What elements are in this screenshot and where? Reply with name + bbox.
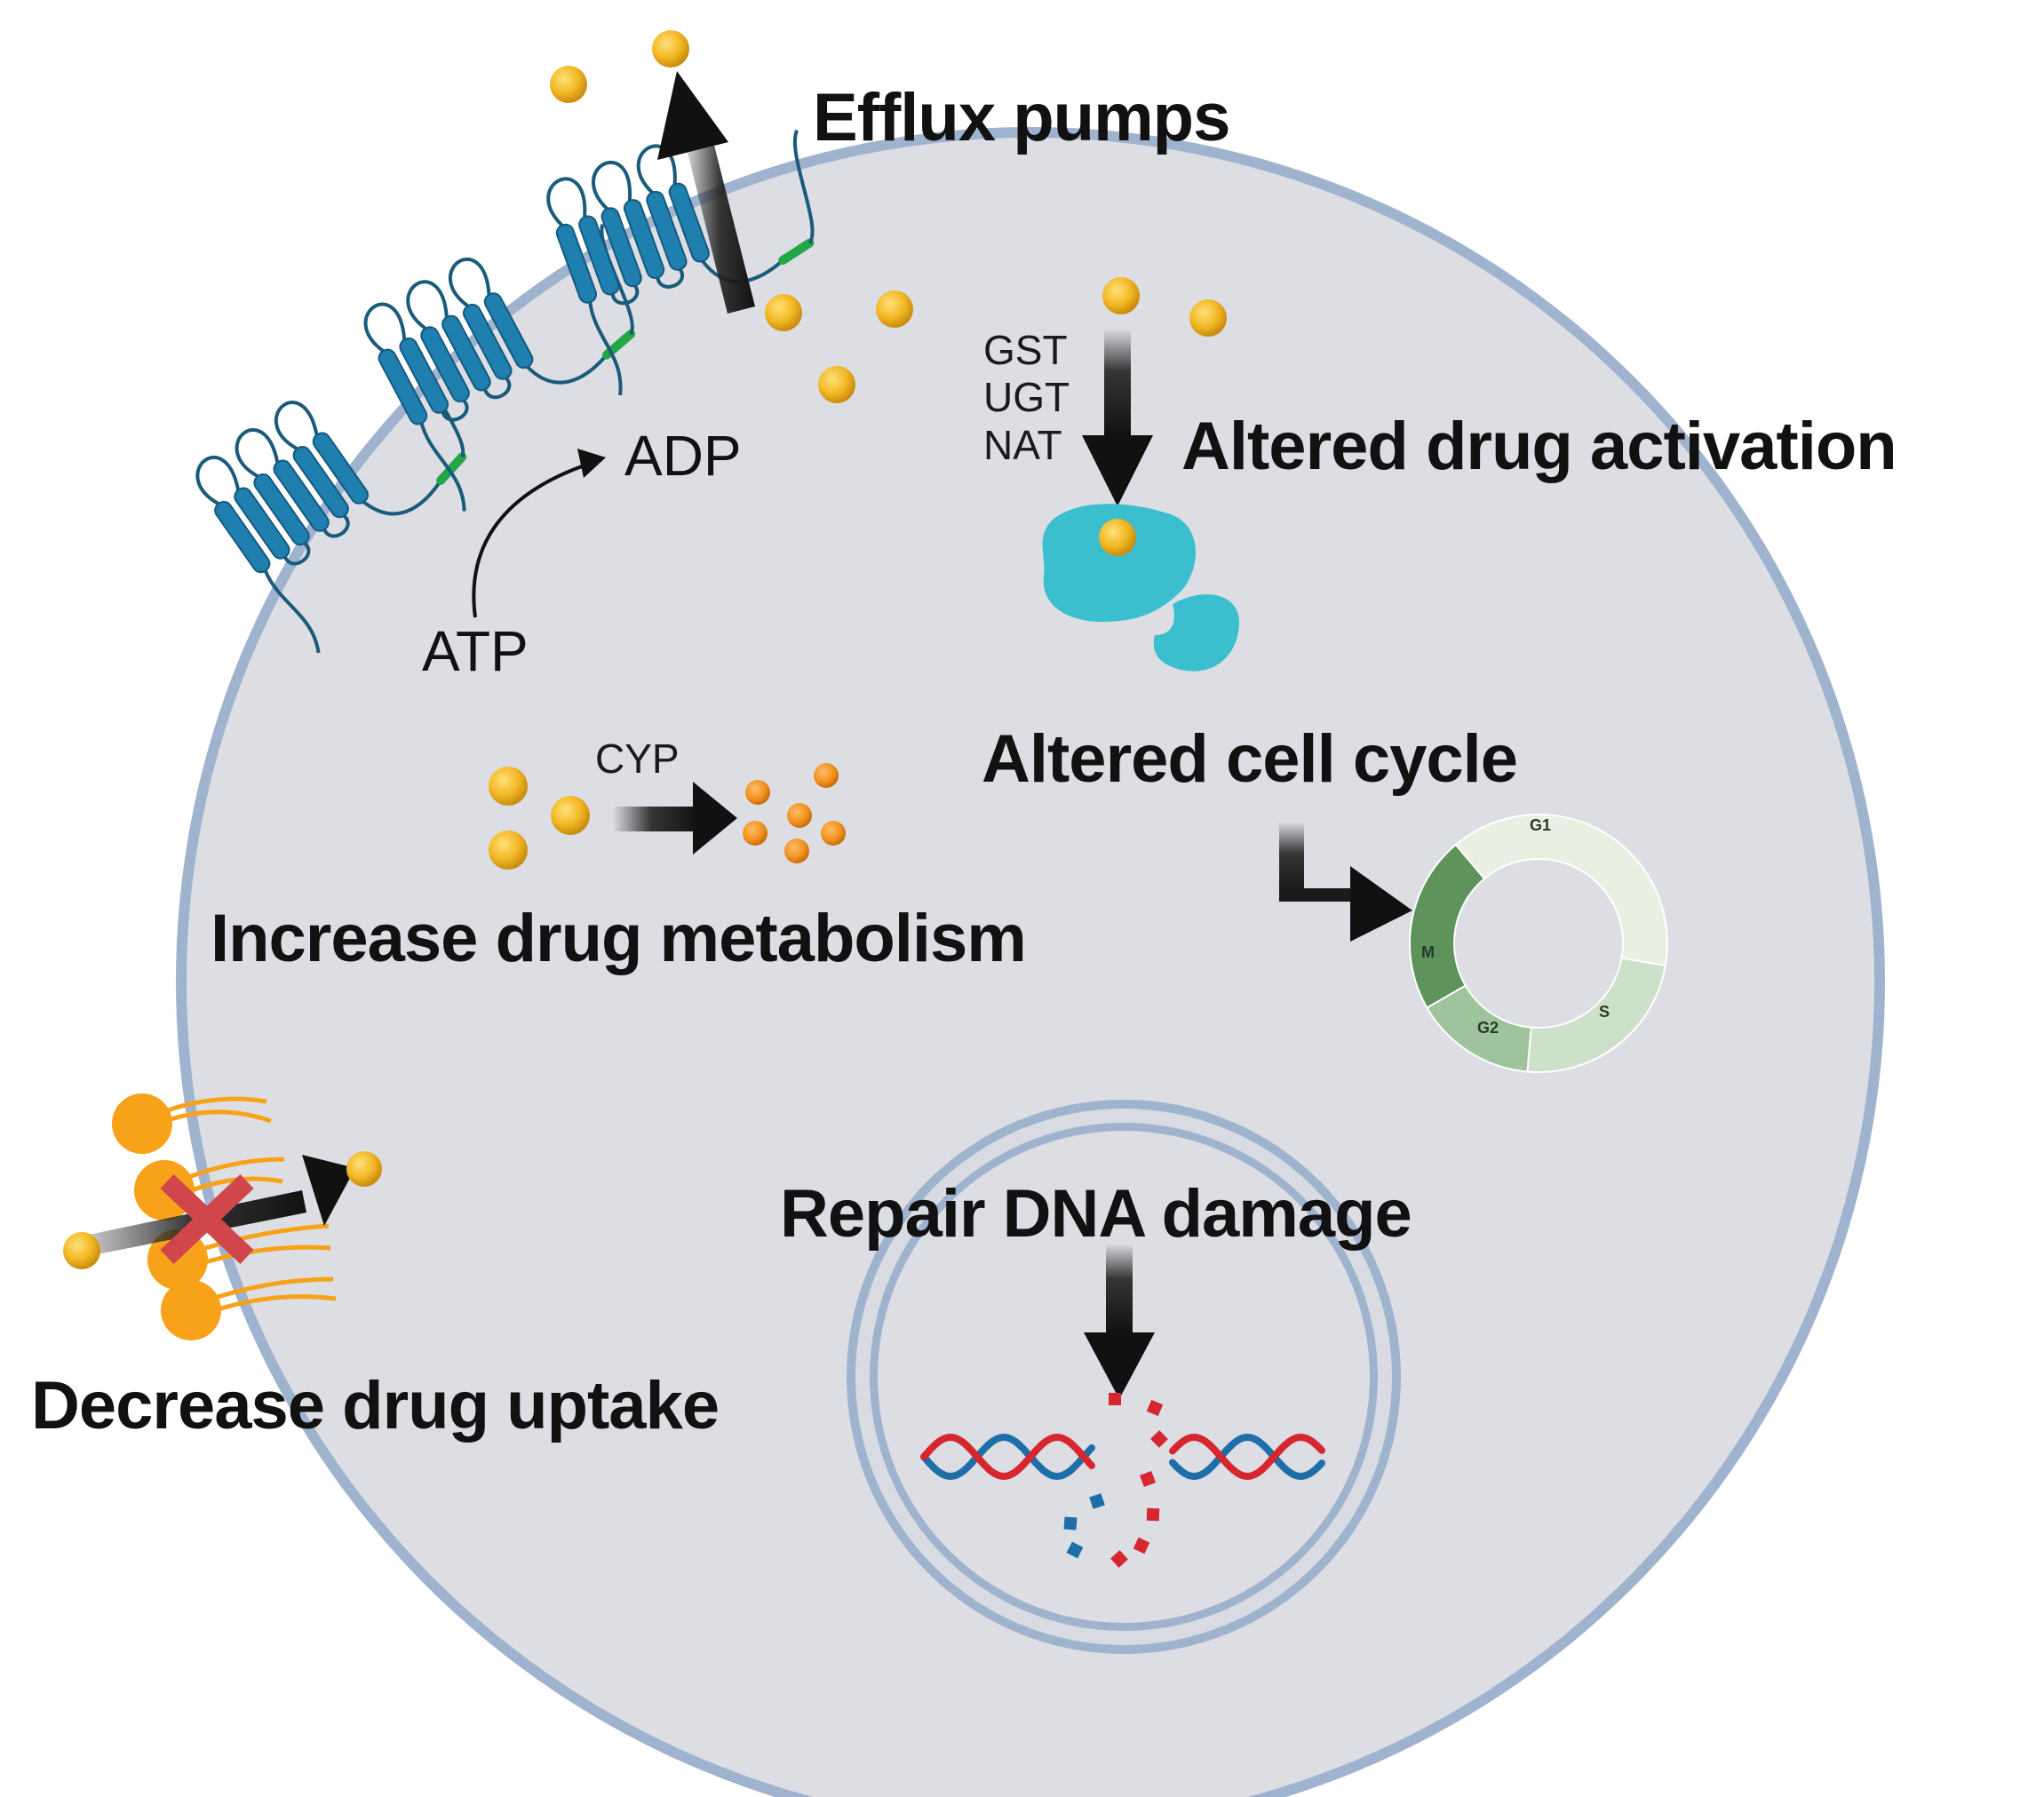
activation-arrow-shaft bbox=[1104, 329, 1131, 435]
repair-dna-damage-label: Repair DNA damage bbox=[780, 1176, 1412, 1252]
drug-molecule bbox=[765, 294, 802, 331]
ugt-label: UGT bbox=[983, 374, 1070, 420]
atp-adp-arrow bbox=[472, 449, 606, 618]
drug-molecule bbox=[652, 30, 689, 68]
metabolite bbox=[745, 780, 770, 805]
lipid-head bbox=[112, 1093, 172, 1154]
cell-cycle-icon: G1S G2 M bbox=[1409, 814, 1668, 1073]
efflux-pump bbox=[546, 129, 815, 396]
metabolite bbox=[814, 763, 839, 788]
metabolite bbox=[821, 821, 846, 846]
dna-fragment bbox=[1133, 1537, 1150, 1554]
atp-label: ATP bbox=[422, 619, 529, 683]
metabolite bbox=[787, 803, 812, 828]
metabolite bbox=[743, 821, 767, 846]
metabolite bbox=[784, 839, 809, 863]
cell-cycle-arrow bbox=[1279, 822, 1412, 942]
cycle-segment-m bbox=[1409, 843, 1486, 1009]
drug-molecule bbox=[876, 290, 913, 328]
enzyme-icon bbox=[1042, 504, 1239, 672]
adp-label: ADP bbox=[624, 424, 742, 488]
drug-molecule bbox=[1102, 277, 1140, 314]
gst-label: GST bbox=[983, 327, 1068, 373]
increase-drug-metabolism-label: Increase drug metabolism bbox=[211, 901, 1026, 976]
efflux-pump-icon bbox=[195, 129, 815, 654]
drug-molecule bbox=[550, 66, 587, 103]
dna-fragment bbox=[1146, 1507, 1160, 1522]
dna-fragment bbox=[1089, 1493, 1105, 1509]
cycle-segment-g1 bbox=[1454, 814, 1668, 967]
activation-arrow-head bbox=[1082, 435, 1153, 506]
block-x-icon bbox=[160, 1174, 254, 1264]
dna-fragment bbox=[1146, 1399, 1164, 1417]
dna-repair-arrow bbox=[1084, 1244, 1155, 1399]
cycle-phase-label: S bbox=[1599, 1003, 1610, 1021]
dna-fragment bbox=[1150, 1430, 1168, 1448]
drug-molecule bbox=[818, 366, 855, 403]
cycle-phase-label: M bbox=[1421, 943, 1435, 961]
efflux-pumps-label: Efflux pumps bbox=[813, 80, 1229, 155]
cyp-label: CYP bbox=[595, 735, 680, 782]
altered-cell-cycle-label: Altered cell cycle bbox=[982, 721, 1517, 797]
dna-icon bbox=[920, 1393, 1325, 1568]
efflux-pump bbox=[195, 351, 467, 654]
decrease-drug-uptake-label: Decrease drug uptake bbox=[31, 1368, 719, 1443]
drug-molecule bbox=[489, 831, 528, 870]
drug-molecule-inside bbox=[346, 1151, 382, 1187]
drug-molecule-bound bbox=[1099, 519, 1136, 556]
cycle-phase-label: G2 bbox=[1477, 1019, 1499, 1037]
drug-molecule bbox=[489, 767, 528, 806]
dna-fragment bbox=[1110, 1550, 1128, 1568]
dna-fragment bbox=[1109, 1393, 1121, 1405]
efflux-arrow bbox=[657, 71, 755, 314]
metabolites bbox=[743, 763, 846, 863]
metabolism-arrow-shaft bbox=[613, 807, 697, 831]
metabolism-group: CYP bbox=[489, 735, 846, 870]
activation-group: GST UGT NAT bbox=[983, 327, 1239, 672]
drug-molecules-efflux bbox=[550, 30, 1227, 403]
nat-label: NAT bbox=[983, 422, 1062, 468]
drug-molecules-metabolism bbox=[489, 767, 590, 870]
drug-molecule bbox=[551, 796, 590, 835]
dna-fragment bbox=[1066, 1541, 1084, 1559]
altered-drug-activation-label: Altered drug activation bbox=[1181, 409, 1897, 484]
cell-cytoplasm bbox=[187, 138, 1874, 1797]
drug-molecule bbox=[1189, 299, 1227, 337]
dna-fragment bbox=[1063, 1516, 1078, 1531]
efflux-pump bbox=[363, 223, 636, 512]
dna-fragment bbox=[1139, 1470, 1157, 1488]
cycle-phase-label: G1 bbox=[1530, 816, 1551, 834]
drug-molecule-outside bbox=[63, 1232, 100, 1269]
cell bbox=[176, 127, 1885, 1797]
lipid-head bbox=[161, 1280, 221, 1340]
metabolism-arrow-head bbox=[693, 782, 737, 855]
